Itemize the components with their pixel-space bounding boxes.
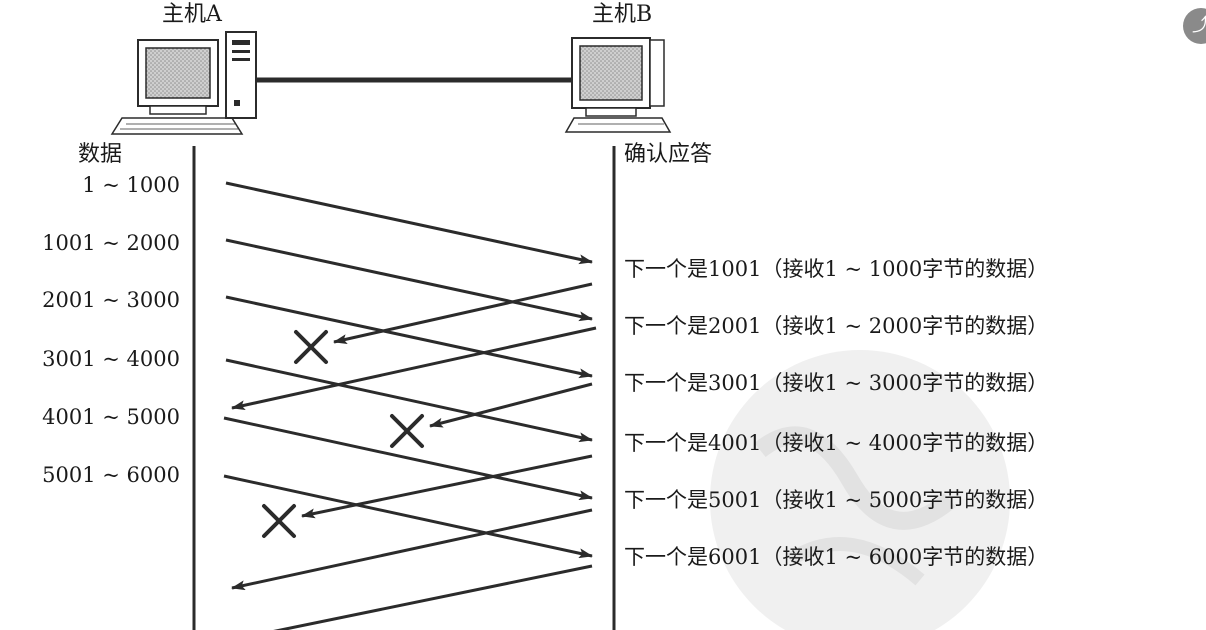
segment-label: 4001 ~ 5000 [42, 405, 180, 429]
ack-arrow-3-lost [429, 382, 593, 428]
ack-arrow-2 [231, 326, 597, 411]
data-arrow-2 [225, 238, 593, 322]
data-column-heading: 数据 [78, 142, 123, 167]
data-arrow-4 [225, 358, 593, 443]
host-b-label: 主机B [592, 2, 653, 27]
host-a-computer-icon [110, 31, 257, 135]
cross-mark-icon [262, 504, 296, 538]
segment-label: 2001 ~ 3000 [42, 288, 180, 312]
data-arrow-5 [223, 416, 593, 501]
ack-arrow-4-lost [301, 454, 593, 519]
share-button[interactable]: ⤴ [1183, 8, 1206, 44]
ack-label: 下一个是4001（接收1 ~ 4000字节的数据） [624, 431, 1049, 455]
cross-mark-icon [390, 414, 424, 448]
ack-label: 下一个是6001（接收1 ~ 6000字节的数据） [624, 545, 1049, 569]
ack-label: 下一个是1001（接收1 ~ 1000字节的数据） [624, 257, 1049, 281]
segment-label: 1 ~ 1000 [82, 173, 180, 197]
data-arrow-6 [223, 474, 593, 559]
segment-label: 3001 ~ 4000 [42, 347, 180, 371]
ack-label: 下一个是5001（接收1 ~ 5000字节的数据） [624, 488, 1049, 512]
ack-arrow-5 [231, 508, 593, 591]
segment-label: 5001 ~ 6000 [42, 463, 180, 487]
host-b-computer-icon [564, 37, 672, 133]
data-arrow-3 [225, 295, 593, 379]
ack-label: 下一个是2001（接收1 ~ 2000字节的数据） [624, 314, 1049, 338]
cross-mark-icon [294, 330, 328, 364]
ack-arrow-6 [273, 564, 593, 630]
ack-label: 下一个是3001（接收1 ~ 3000字节的数据） [624, 371, 1049, 395]
ack-arrow-1-lost [333, 282, 593, 345]
watermark-seal [710, 350, 1010, 630]
ack-column-heading: 确认应答 [624, 142, 713, 167]
host-a-label: 主机A [162, 2, 222, 27]
data-arrow-1 [225, 181, 593, 265]
segment-label: 1001 ~ 2000 [42, 231, 180, 255]
share-icon: ⤴ [1192, 15, 1206, 36]
